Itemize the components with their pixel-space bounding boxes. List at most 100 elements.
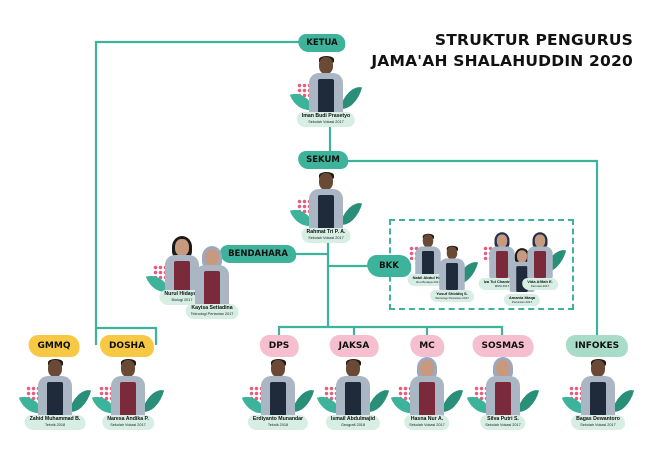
member-group-bkk: Nabil Abdul Haq Ilmu Budaya 2017 Yusuf S… bbox=[407, 232, 570, 308]
member-photo bbox=[38, 359, 72, 418]
name-plate: Naresa Andika P. Sekolah Vokasi 2017 bbox=[102, 415, 154, 430]
name-plate: Bagas Dewantoro Sekolah Vokasi 2017 bbox=[571, 415, 625, 430]
member-name: Hasna Nur A. bbox=[410, 416, 444, 422]
member-photo bbox=[261, 359, 295, 418]
member-photo bbox=[415, 233, 441, 278]
member-card-bendahara-2: Kayisa Setiadina Teknologi Pertanian 201… bbox=[177, 244, 247, 319]
member-card-bkk-5: Vida Afifah E. Farmasi 2017 bbox=[515, 232, 567, 290]
badge-sosmas: SOSMAS bbox=[472, 335, 534, 357]
member-card-mc: Hasna Nur A. Sekolah Vokasi 2017 bbox=[390, 355, 464, 430]
leaf-decoration bbox=[339, 83, 363, 113]
member-dept: Sekolah Vokasi 2017 bbox=[308, 236, 344, 240]
leaf-decoration bbox=[366, 386, 390, 416]
connector-lower-bar bbox=[277, 325, 504, 345]
member-dept: Sekolah Vokasi 2017 bbox=[409, 423, 445, 427]
member-dept: Geografi 2018 bbox=[340, 423, 366, 427]
badge-bkk: BKK bbox=[367, 255, 411, 277]
member-name: Silva Putri S. bbox=[487, 416, 519, 422]
member-name: Erdiyanto Munandar bbox=[252, 416, 304, 422]
name-plate: Silva Putri S. Sekolah Vokasi 2017 bbox=[480, 415, 526, 430]
leaf-decoration bbox=[291, 386, 315, 416]
member-name: Rahmat Tri P. A. bbox=[306, 229, 346, 235]
leaf-decoration bbox=[68, 386, 92, 416]
leaf-decoration bbox=[440, 386, 464, 416]
name-plate: Nurul Hidayah Biologi 2017 bbox=[159, 290, 205, 305]
badge-jaksa: JAKSA bbox=[329, 335, 379, 357]
badge-mc: MC bbox=[410, 335, 444, 357]
member-photo bbox=[489, 232, 515, 278]
chart-title-line-2: JAMA'AH SHALAHUDDIN 2020 bbox=[371, 52, 633, 70]
member-photo bbox=[410, 357, 444, 418]
member-dept: MIPA 2017 bbox=[494, 284, 510, 288]
badge-bendahara: BENDAHARA bbox=[220, 245, 296, 263]
member-dept: Sekolah Vokasi 2017 bbox=[110, 423, 146, 427]
member-card-sekum: Rahmat Tri P. A. Sekolah Vokasi 2017 bbox=[289, 168, 363, 243]
member-name: Naresa Andika P. bbox=[107, 416, 149, 422]
member-name: Zahid Muhammad B. bbox=[29, 416, 81, 422]
badge-ketua: KETUA bbox=[298, 34, 346, 52]
name-plate: Vida Afifah E. Farmasi 2017 bbox=[522, 278, 558, 290]
member-photo bbox=[527, 232, 553, 278]
member-name: Nurul Hidayah bbox=[164, 291, 200, 297]
connector-sekum-infokes bbox=[345, 159, 599, 345]
member-dept: Farmasi 2017 bbox=[530, 284, 550, 288]
member-card-sosmas: Silva Putri S. Sekolah Vokasi 2017 bbox=[466, 355, 540, 430]
member-photo bbox=[439, 245, 465, 290]
member-photo bbox=[111, 359, 145, 418]
member-photo bbox=[336, 359, 370, 418]
leaf-decoration bbox=[141, 386, 165, 416]
badge-sekum: SEKUM bbox=[298, 151, 348, 169]
member-card-jaksa: Ismail Abdulmajid Geografi 2018 bbox=[316, 355, 390, 430]
badge-dosha: DOSHA bbox=[99, 335, 155, 357]
member-photo bbox=[195, 246, 229, 307]
member-photo bbox=[486, 357, 520, 418]
badge-dps: DPS bbox=[259, 335, 299, 357]
member-name: Nabil Abdul Haq bbox=[412, 275, 444, 280]
name-plate: Zahid Muhammad B. Teknik 2018 bbox=[24, 415, 86, 430]
member-dept: Ilmu Budaya 2017 bbox=[415, 280, 441, 284]
member-card-gmmq: Zahid Muhammad B. Teknik 2018 bbox=[18, 355, 92, 430]
leaf-decoration bbox=[516, 386, 540, 416]
name-plate: Iman Budi Prasetyo Sekolah Vokasi 2017 bbox=[296, 112, 356, 127]
member-group-bendahara: Nurul Hidayah Biologi 2017 Kayisa Setiad… bbox=[145, 232, 250, 320]
member-card-bendahara-1: Nurul Hidayah Biologi 2017 bbox=[145, 234, 217, 309]
member-photo bbox=[581, 359, 615, 418]
leaf-decoration bbox=[339, 199, 363, 229]
member-name: Iza Tul Chaninah H. bbox=[483, 279, 521, 284]
name-plate: Erdiyanto Munandar Teknik 2018 bbox=[247, 415, 309, 430]
member-dept: Biologi 2017 bbox=[171, 298, 193, 302]
member-dept: Sekolah Vokasi 2017 bbox=[580, 423, 616, 427]
member-name: Bagas Dewantoro bbox=[576, 416, 620, 422]
member-name: Ismail Abdulmajid bbox=[330, 416, 376, 422]
name-plate: Yusuf Shiddiq S. Teknologi Pertanian 201… bbox=[430, 290, 474, 302]
member-dept: Pertanian 2017 bbox=[511, 300, 533, 304]
member-card-bkk-4: Amania Ittaqa Pertanian 2017 bbox=[497, 242, 547, 306]
member-dept: Teknik 2018 bbox=[44, 423, 66, 427]
member-photo bbox=[309, 172, 343, 231]
member-card-dosha: Naresa Andika P. Sekolah Vokasi 2017 bbox=[91, 355, 165, 430]
leaf-decoration bbox=[611, 386, 635, 416]
member-card-bkk-2: Yusuf Shiddiq S. Teknologi Pertanian 201… bbox=[427, 240, 479, 302]
member-name: Iman Budi Prasetyo bbox=[301, 113, 351, 119]
badge-infokes: INFOKES bbox=[565, 335, 629, 357]
chart-title-line-1: STRUKTUR PENGURUS bbox=[434, 31, 633, 49]
member-card-dps: Erdiyanto Munandar Teknik 2018 bbox=[241, 355, 315, 430]
member-photo bbox=[309, 56, 343, 115]
member-dept: Teknologi Pertanian 2017 bbox=[190, 312, 234, 316]
member-dept: Sekolah Vokasi 2017 bbox=[308, 120, 344, 124]
member-dept: Teknologi Pertanian 2017 bbox=[435, 296, 469, 300]
member-card-ketua: Iman Budi Prasetyo Sekolah Vokasi 2017 bbox=[289, 52, 363, 127]
member-name: Kayisa Setiadina bbox=[191, 305, 233, 311]
name-plate: Amania Ittaqa Pertanian 2017 bbox=[503, 294, 541, 306]
member-name: Amania Ittaqa bbox=[508, 295, 536, 300]
member-dept: Teknik 2018 bbox=[267, 423, 289, 427]
badge-gmmq: GMMQ bbox=[28, 335, 80, 357]
member-card-bkk-1: Nabil Abdul Haq Ilmu Budaya 2017 bbox=[403, 232, 453, 290]
member-name: Vida Afifah E. bbox=[527, 279, 553, 284]
member-dept: Sekolah Vokasi 2017 bbox=[485, 423, 521, 427]
member-name: Yusuf Shiddiq S. bbox=[436, 291, 468, 296]
name-plate: Rahmat Tri P. A. Sekolah Vokasi 2017 bbox=[301, 228, 351, 243]
name-plate: Ismail Abdulmajid Geografi 2018 bbox=[325, 415, 381, 430]
name-plate: Nabil Abdul Haq Ilmu Budaya 2017 bbox=[407, 274, 449, 286]
member-card-infokes: Bagas Dewantoro Sekolah Vokasi 2017 bbox=[561, 355, 635, 430]
